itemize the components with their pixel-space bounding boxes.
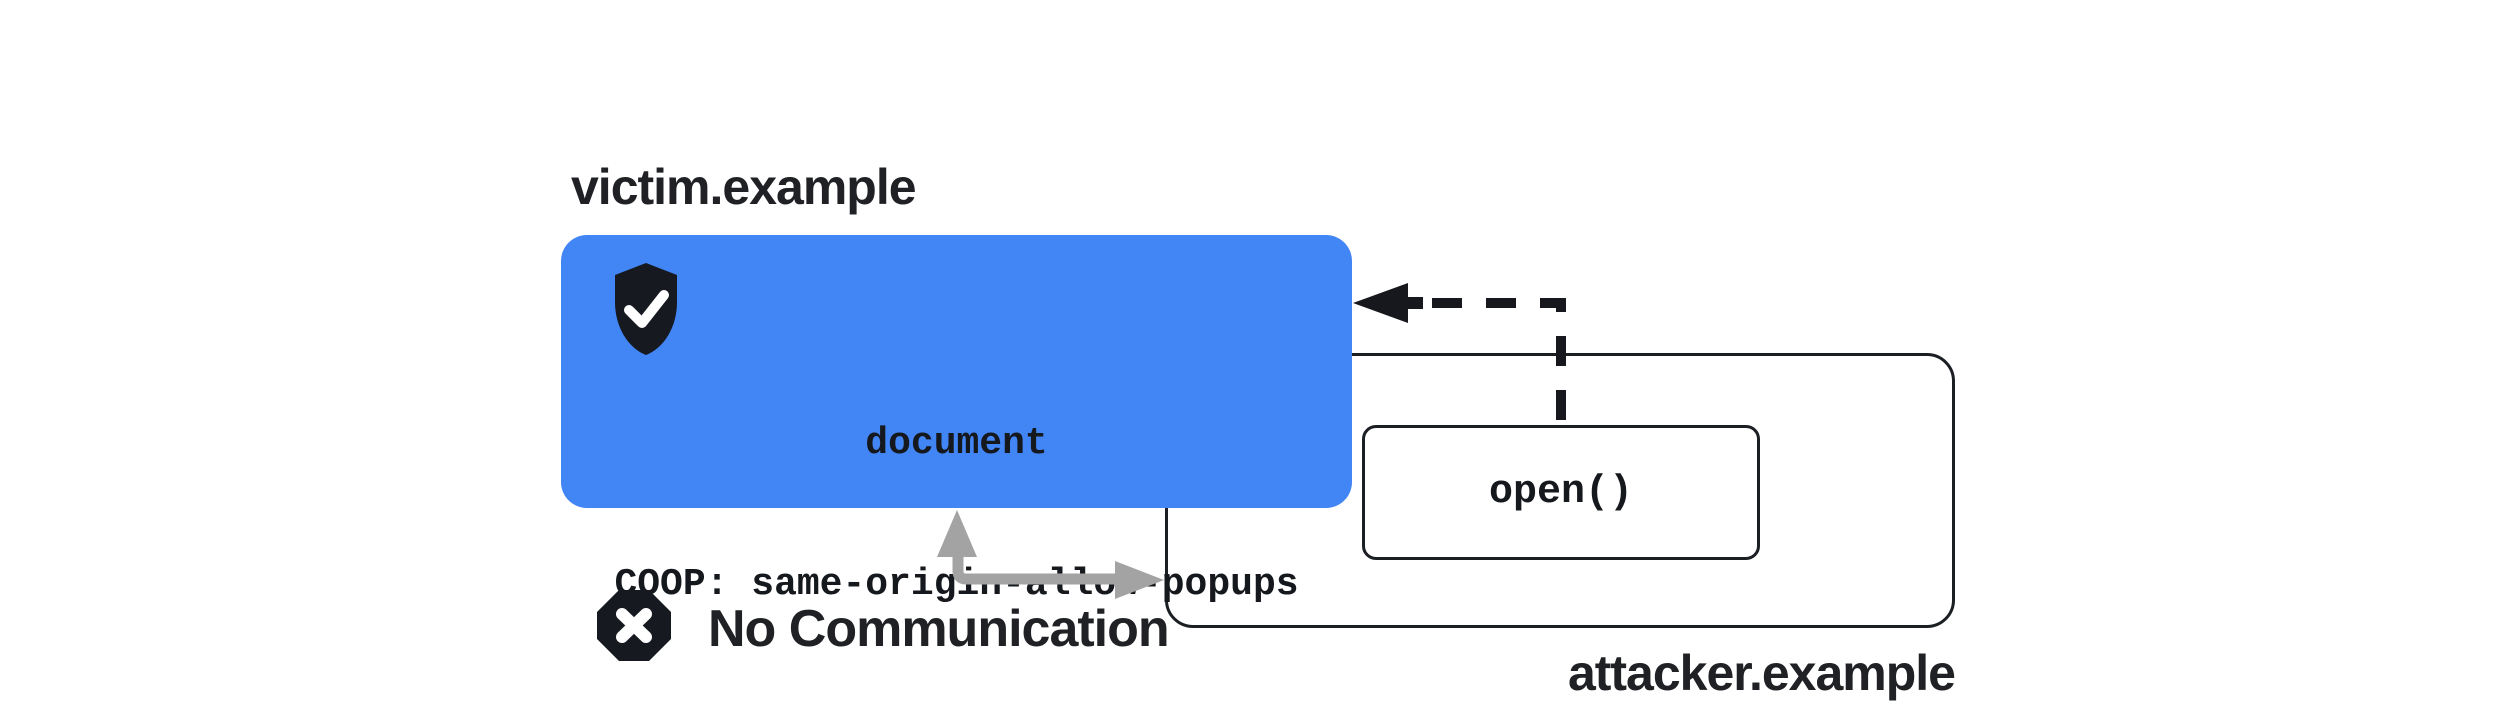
coop-header-label: COOP: same-origin-allow-popups xyxy=(614,563,1299,606)
victim-domain-label: victim.example xyxy=(571,159,917,215)
open-call-label: open() xyxy=(1488,470,1634,515)
victim-document-box: document COOP: same-origin-allow-popups xyxy=(561,235,1352,606)
no-communication-label: No Communication xyxy=(708,600,1170,658)
shield-check-icon xyxy=(615,263,677,355)
open-call-box: open() xyxy=(1362,425,1760,560)
attacker-domain-label: attacker.example xyxy=(1567,645,1956,701)
x-octagon-icon xyxy=(597,590,671,661)
document-label: document xyxy=(865,422,1048,465)
dashed-arrowhead-icon xyxy=(1353,283,1423,323)
victim-document-text: document COOP: same-origin-allow-popups xyxy=(561,326,1352,702)
